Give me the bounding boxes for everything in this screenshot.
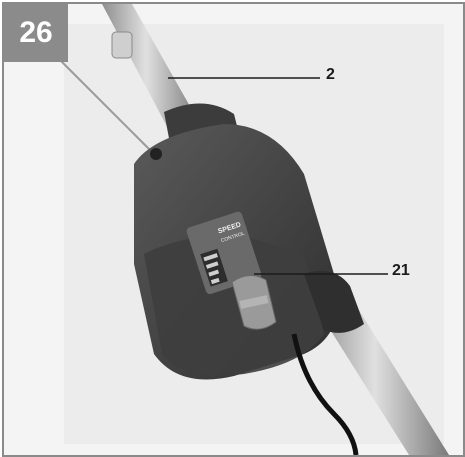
housing-screw xyxy=(150,148,162,160)
housing-front-face xyxy=(144,236,324,376)
cable-line xyxy=(43,43,155,155)
lower-collar xyxy=(304,270,364,333)
figure-number-badge: 26 xyxy=(4,4,68,62)
callout-label-2: 2 xyxy=(326,66,335,83)
speed-lever-grip xyxy=(239,295,269,309)
speed-control-panel: SPEED CONTROL xyxy=(186,211,262,295)
speed-control-photo: SPEED CONTROL xyxy=(4,4,463,455)
handle-tube-lower xyxy=(314,294,449,455)
handle-clip xyxy=(111,31,133,59)
callout-label-21: 21 xyxy=(392,262,410,279)
power-cord xyxy=(291,333,359,455)
